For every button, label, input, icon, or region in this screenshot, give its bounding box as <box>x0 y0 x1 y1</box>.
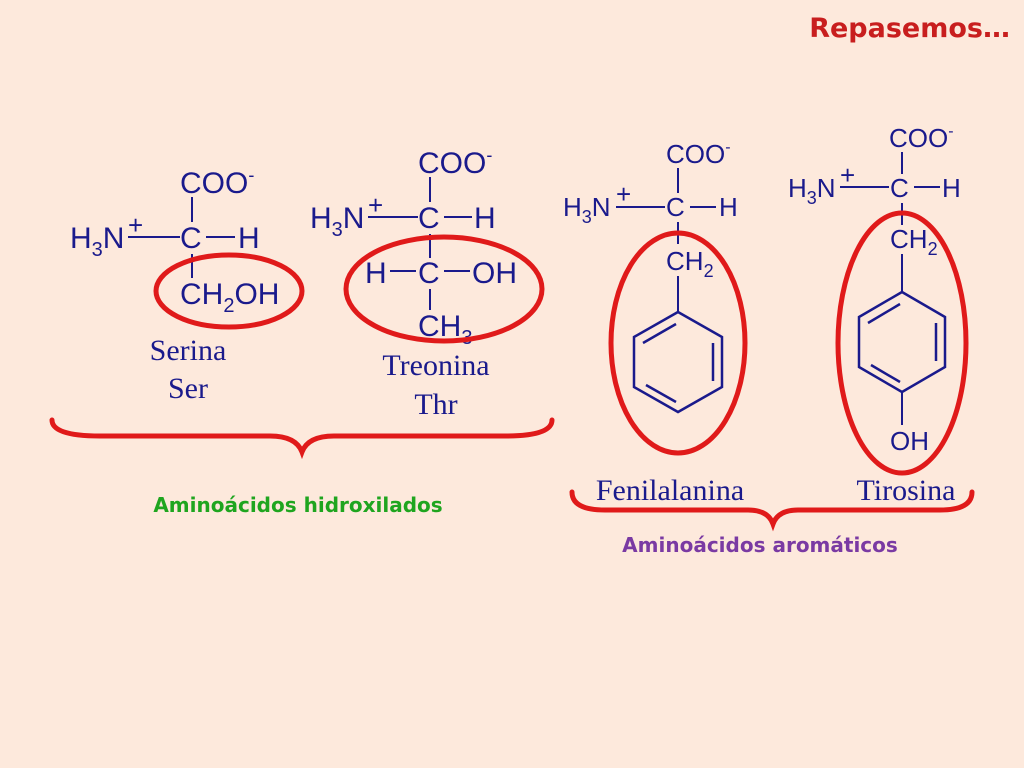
serina-positive-charge: + <box>128 210 143 240</box>
treonina-hydrogen: H <box>474 202 496 235</box>
treonina-structure: COO- H3N + C H H C OH CH3 <box>310 145 545 349</box>
fenilalanina-hydrogen: H <box>719 192 738 222</box>
tirosina-amine: H3N <box>788 173 836 208</box>
serina-alpha-carbon: C <box>180 222 202 255</box>
treonina-abbr: Thr <box>414 388 457 421</box>
serina-abbr: Ser <box>168 372 208 405</box>
tirosina-ring-highlight <box>835 210 969 476</box>
fenilalanina-ring-highlight <box>608 230 748 456</box>
tirosina-carboxylate: COO- <box>889 123 954 153</box>
serina-amine: H3N <box>70 222 124 261</box>
hydroxylated-group-label: Aminoácidos hidroxilados <box>153 493 442 517</box>
serina-structure: COO- H3N + C H CH2OH <box>70 165 305 330</box>
serina-hydroxyl-highlight <box>153 252 305 330</box>
tirosina-name: Tirosina <box>857 474 956 507</box>
treonina-hydroxyl-highlight <box>343 234 545 344</box>
fenilalanina-name: Fenilalanina <box>596 474 744 507</box>
serina-carboxylate: COO- <box>180 165 254 200</box>
treonina-hydroxyl: OH <box>472 257 517 290</box>
tirosina-hydrogen: H <box>942 173 961 203</box>
fenilalanina-structure: COO- H3N + C H CH2 <box>563 139 748 456</box>
aromatic-group-label: Aminoácidos aromáticos <box>622 533 898 557</box>
tirosina-positive-charge: + <box>840 160 855 190</box>
treonina-amine: H3N <box>310 202 364 241</box>
treonina-beta-hydrogen: H <box>365 257 387 290</box>
fenilalanina-amine: H3N <box>563 192 611 227</box>
fenilalanina-alpha-carbon: C <box>666 192 685 222</box>
serina-name: Serina <box>150 334 227 367</box>
serina-side-chain: CH2OH <box>180 278 279 317</box>
treonina-alpha-carbon: C <box>418 202 440 235</box>
serina-hydrogen: H <box>238 222 260 255</box>
slide-title: Repasemos… <box>809 13 1010 44</box>
tirosina-alpha-carbon: C <box>890 173 909 203</box>
fenilalanina-positive-charge: + <box>616 179 631 209</box>
tirosina-phenol-ring <box>857 290 947 394</box>
treonina-carboxylate: COO- <box>418 145 492 180</box>
treonina-positive-charge: + <box>368 190 383 220</box>
fenilalanina-ch2: CH2 <box>666 246 714 281</box>
tirosina-hydroxyl: OH <box>890 426 929 456</box>
treonina-beta-carbon: C <box>418 257 440 290</box>
aromatic-brace <box>569 489 975 532</box>
hydroxylated-brace <box>49 417 555 460</box>
fenilalanina-benzene-ring <box>632 310 724 414</box>
tirosina-structure: COO- H3N + C H CH2 OH <box>788 123 969 476</box>
fenilalanina-carboxylate: COO- <box>666 139 731 169</box>
treonina-name: Treonina <box>382 349 489 382</box>
